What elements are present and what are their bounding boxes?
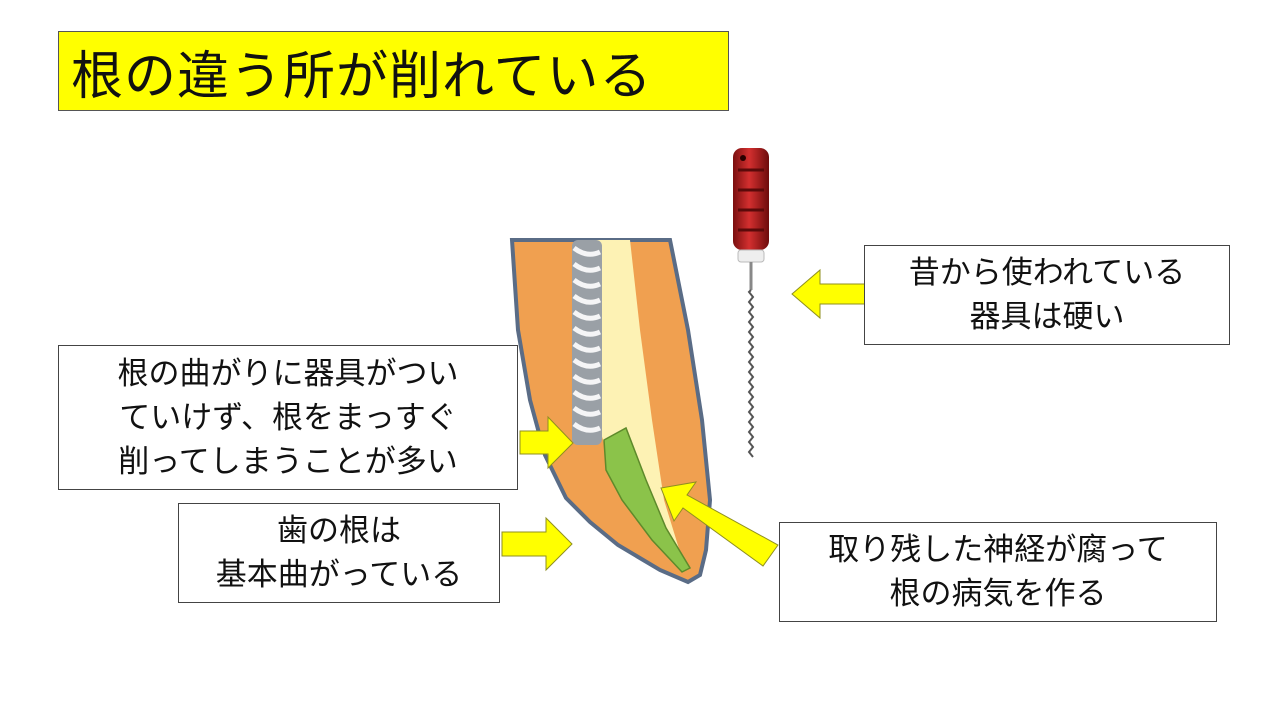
note-line: 根の曲がりに器具がつい — [117, 355, 459, 392]
file-twist — [572, 373, 602, 385]
file-twist — [572, 293, 602, 305]
file-twist — [572, 357, 602, 369]
file-twist — [572, 405, 602, 417]
endodontic-file — [733, 148, 769, 458]
note-line: 歯の根は — [277, 513, 401, 549]
page-title: 根の違う所が削れている — [58, 31, 729, 111]
file-twist — [572, 277, 602, 289]
arrow-to-root — [501, 516, 573, 572]
file-twist — [572, 341, 602, 353]
file-twist — [572, 325, 602, 337]
infected-nerve — [603, 426, 692, 573]
file-twist — [572, 261, 602, 273]
note-line: 基本曲がっている — [215, 557, 463, 593]
note-root-curved: 歯の根は 基本曲がっている — [178, 503, 500, 603]
arrow-to-file — [519, 415, 574, 470]
note-line: 器具は硬い — [969, 299, 1125, 335]
root-canal — [594, 240, 684, 565]
note-line: ていけず、根をまっすぐ — [119, 399, 457, 436]
note-line: 取り残した神経が腐って — [828, 532, 1168, 568]
file-shaft — [747, 289, 755, 458]
note-instrument-hard: 昔から使われている 器具は硬い — [864, 245, 1230, 345]
arrow-to-nerve — [660, 481, 779, 567]
tooth-root — [509, 238, 713, 585]
note-line: 根の病気を作る — [889, 576, 1107, 612]
file-twist — [572, 389, 602, 401]
file-handle — [733, 148, 769, 250]
file-twist — [572, 309, 602, 321]
file-twist — [572, 245, 602, 257]
file-twist — [572, 421, 602, 433]
note-line: 昔から使われている — [908, 255, 1186, 291]
file-in-canal — [572, 240, 602, 445]
note-instrument-cannot-follow: 根の曲がりに器具がつい ていけず、根をまっすぐ 削ってしまうことが多い — [58, 345, 518, 490]
file-stopper — [737, 249, 765, 263]
note-line: 削ってしまうことが多い — [118, 443, 458, 480]
note-remaining-nerve: 取り残した神経が腐って 根の病気を作る — [779, 522, 1217, 622]
arrow-to-instrument — [791, 268, 867, 320]
